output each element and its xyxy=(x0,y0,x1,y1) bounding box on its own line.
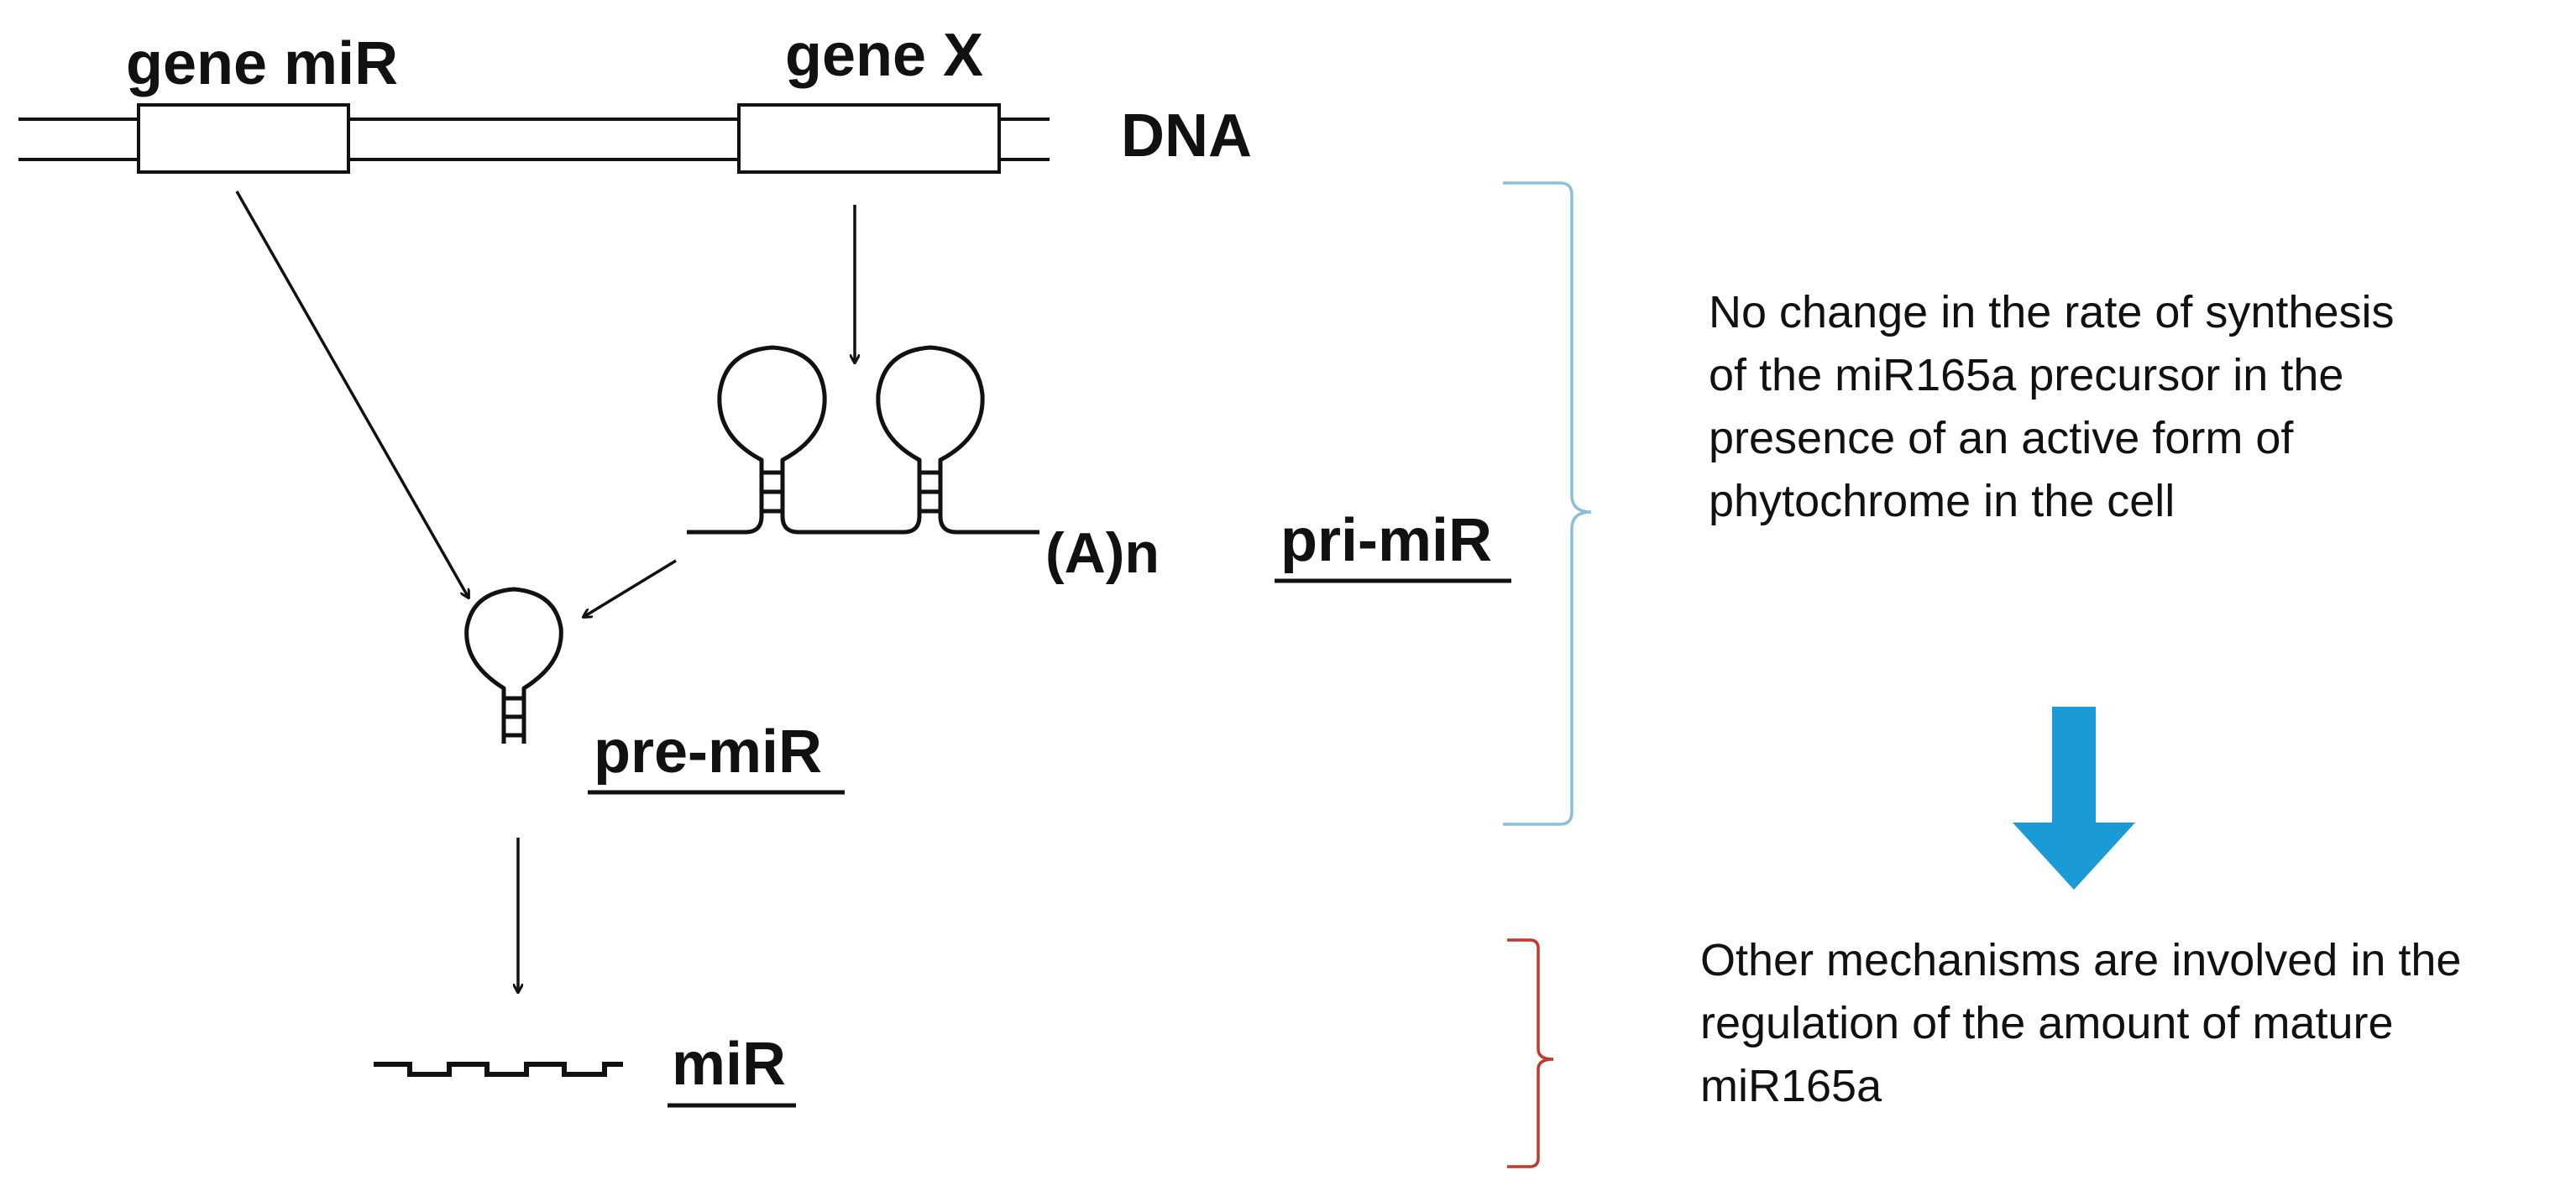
top-note-line-1: No change in the rate of synthesis xyxy=(1709,287,2395,337)
mir-label: miR xyxy=(672,1031,786,1098)
mature-mir-strand xyxy=(374,1062,623,1077)
pre-mir-label: pre-miR xyxy=(594,718,822,786)
bottom-note-line-1: Other mechanisms are involved in the xyxy=(1700,935,2461,985)
down-arrow-icon xyxy=(2013,707,2135,890)
top-note-line-4: phytochrome in the cell xyxy=(1709,476,2175,526)
pre-mir-hairpin xyxy=(464,587,563,744)
gene-x-label: gene X xyxy=(785,22,983,89)
top-brace xyxy=(1503,181,1592,826)
bottom-brace xyxy=(1507,938,1554,1168)
gene-mir-label: gene miR xyxy=(126,30,398,97)
poly-a-tail-label: (A)n xyxy=(1045,521,1160,585)
gene-x-box xyxy=(737,103,1001,174)
pri-mir-label: pri-miR xyxy=(1280,507,1492,574)
gene-mir-box xyxy=(137,103,350,174)
top-note-line-3: presence of an active form of xyxy=(1709,413,2294,463)
pri-mir-transcript xyxy=(687,345,1039,535)
bottom-note-line-2: regulation of the amount of mature xyxy=(1700,998,2394,1048)
bottom-note-line-3: miR165a xyxy=(1700,1061,1882,1111)
pri-mir-to-pre-mir-arrow xyxy=(584,559,677,617)
dna-label: DNA xyxy=(1121,102,1252,170)
top-note-line-2: of the miR165a precursor in the xyxy=(1709,350,2343,400)
gene-mir-to-pre-mir-arrow xyxy=(235,191,469,598)
